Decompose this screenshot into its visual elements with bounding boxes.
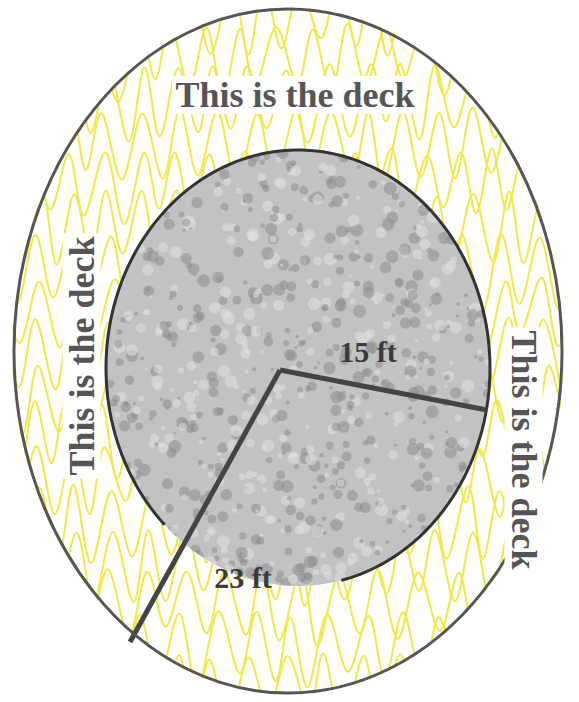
inner-radius-line [280,370,487,410]
pool-outline [106,150,490,580]
scribble-stroke [0,610,568,688]
scribble-stroke [0,148,561,228]
dimension-label: 15 ft [336,336,399,368]
outer-radius-line [130,370,280,642]
scribble-stroke [0,654,565,702]
deck-label: This is the deck [505,327,543,572]
dimension-label: 23 ft [211,562,274,594]
deck-label: This is the deck [63,233,101,478]
scribble-stroke [0,694,566,702]
deck-ellipse: This is the deckThis is the deckThis is … [12,7,564,695]
deck-label: This is the deck [172,76,417,114]
